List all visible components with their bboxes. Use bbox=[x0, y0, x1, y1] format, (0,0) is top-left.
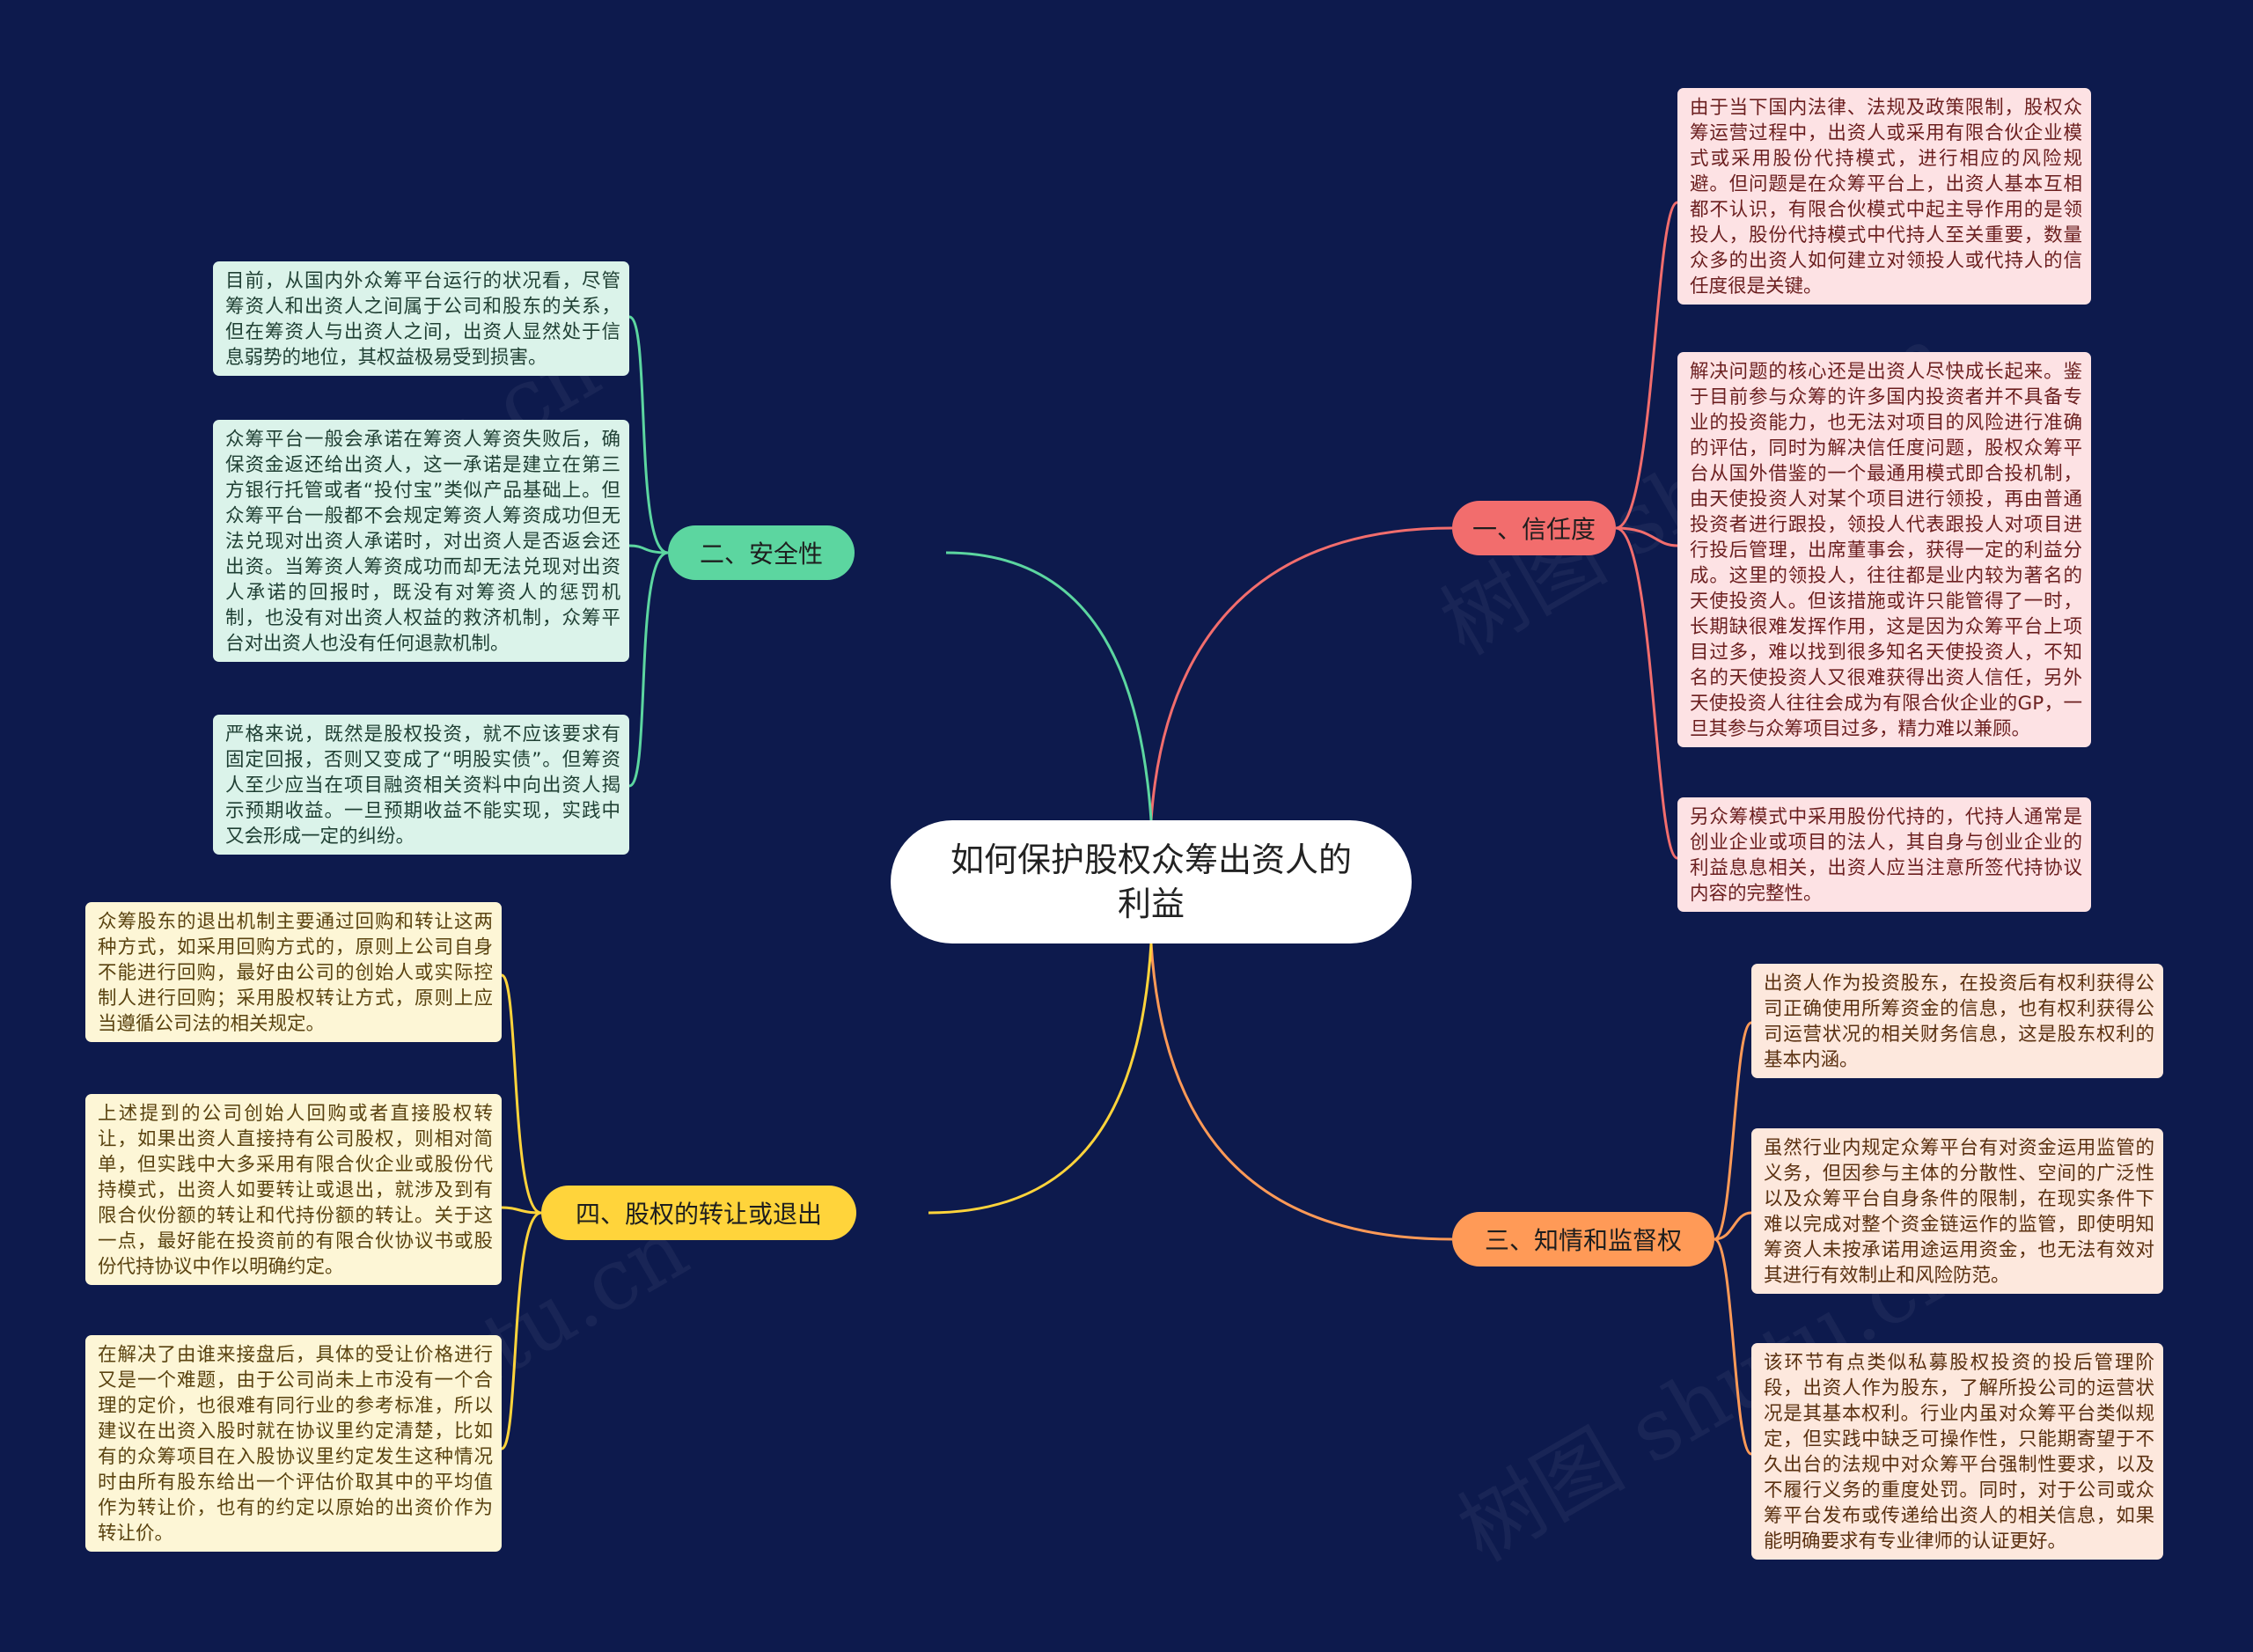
connector-security-note bbox=[628, 551, 669, 788]
connector-transfer-note bbox=[501, 1206, 542, 1215]
connector-trust-note bbox=[1615, 526, 1678, 547]
connector-info-note bbox=[1714, 1021, 1752, 1241]
note-info-3[interactable]: 该环节有点类似私募股权投资的投后管理阶段，出资人作为股东，了解所投公司的运营状况… bbox=[1751, 1343, 2163, 1560]
note-info-1[interactable]: 出资人作为投资股东，在投资后有权利获得公司正确使用所筹资金的信息，也有权利获得公… bbox=[1751, 964, 2163, 1078]
note-security-2[interactable]: 众筹平台一般会承诺在筹资人筹资失败后，确保资金返还给出资人，这一承诺是建立在第三… bbox=[213, 420, 629, 662]
note-text: 另众筹模式中采用股份代持的，代持人通常是创业企业或项目的法人，其自身与创业企业的… bbox=[1690, 806, 2082, 905]
connector-info-note bbox=[1714, 1237, 1752, 1456]
note-info-2[interactable]: 虽然行业内规定众筹平台有对资金运用监管的义务，但因参与主体的分散性、空间的广泛性… bbox=[1751, 1128, 2163, 1294]
note-security-1[interactable]: 目前，从国内外众筹平台运行的状况看，尽管筹资人和出资人之间属于公司和股东的关系，… bbox=[213, 261, 629, 376]
note-transfer-2[interactable]: 上述提到的公司创始人回购或者直接股权转让，如果出资人直接持有公司股权，则相对简单… bbox=[85, 1094, 502, 1285]
note-text: 虽然行业内规定众筹平台有对资金运用监管的义务，但因参与主体的分散性、空间的广泛性… bbox=[1764, 1137, 2154, 1287]
branch-trust[interactable]: 一、信任度 bbox=[1452, 501, 1616, 555]
branch-info-label: 三、知情和监督权 bbox=[1484, 1226, 1682, 1255]
note-transfer-3[interactable]: 在解决了由谁来接盘后，具体的受让价格进行又是一个难题，由于公司尚未上市没有一个合… bbox=[85, 1335, 502, 1552]
connector-security-note bbox=[628, 544, 669, 554]
connector-transfer bbox=[928, 943, 1153, 1215]
root-topic-title: 如何保护股权众筹出资人的利益 bbox=[950, 841, 1352, 923]
branch-info[interactable]: 三、知情和监督权 bbox=[1452, 1212, 1714, 1267]
connector-transfer-note bbox=[500, 1211, 542, 1450]
connector-info bbox=[1149, 943, 1453, 1241]
note-text: 该环节有点类似私募股权投资的投后管理阶段，出资人作为股东，了解所投公司的运营状况… bbox=[1764, 1352, 2154, 1553]
connector-trust-note bbox=[1615, 201, 1678, 530]
connector-trust-note bbox=[1615, 526, 1678, 860]
note-text: 严格来说，既然是股权投资，就不应该要求有固定回报，否则又变成了“明股实债”。但筹… bbox=[225, 723, 620, 848]
note-transfer-1[interactable]: 众筹股东的退出机制主要通过回购和转让这两种方式，如采用回购方式的，原则上公司自身… bbox=[85, 902, 502, 1042]
branch-security-label: 二、安全性 bbox=[699, 540, 823, 569]
note-trust-1[interactable]: 由于当下国内法律、法规及政策限制，股权众筹运营过程中，出资人或采用有限合伙企业模… bbox=[1677, 88, 2091, 305]
note-trust-2[interactable]: 解决问题的核心还是出资人尽快成长起来。鉴于目前参与众筹的许多国内投资者并不具备专… bbox=[1677, 352, 2091, 747]
branch-transfer-label: 四、股权的转让或退出 bbox=[575, 1200, 822, 1229]
connector-info-note bbox=[1714, 1211, 1752, 1241]
connector-transfer-note bbox=[501, 973, 542, 1215]
note-text: 在解决了由谁来接盘后，具体的受让价格进行又是一个难题，由于公司尚未上市没有一个合… bbox=[98, 1344, 493, 1545]
connector-security bbox=[945, 551, 1153, 821]
note-text: 众筹平台一般会承诺在筹资人筹资失败后，确保资金返还给出资人，这一承诺是建立在第三… bbox=[225, 429, 620, 655]
note-security-3[interactable]: 严格来说，既然是股权投资，就不应该要求有固定回报，否则又变成了“明股实债”。但筹… bbox=[213, 715, 629, 855]
branch-transfer[interactable]: 四、股权的转让或退出 bbox=[541, 1186, 856, 1240]
branch-trust-label: 一、信任度 bbox=[1471, 515, 1596, 544]
note-text: 目前，从国内外众筹平台运行的状况看，尽管筹资人和出资人之间属于公司和股东的关系，… bbox=[225, 270, 620, 369]
note-text: 解决问题的核心还是出资人尽快成长起来。鉴于目前参与众筹的许多国内投资者并不具备专… bbox=[1690, 361, 2082, 740]
note-trust-3[interactable]: 另众筹模式中采用股份代持的，代持人通常是创业企业或项目的法人，其自身与创业企业的… bbox=[1677, 797, 2091, 912]
connector-security-note bbox=[628, 315, 669, 554]
note-text: 众筹股东的退出机制主要通过回购和转让这两种方式，如采用回购方式的，原则上公司自身… bbox=[98, 911, 493, 1035]
root-topic[interactable]: 如何保护股权众筹出资人的利益 bbox=[891, 820, 1412, 943]
note-text: 由于当下国内法律、法规及政策限制，股权众筹运营过程中，出资人或采用有限合伙企业模… bbox=[1690, 97, 2082, 297]
note-text: 上述提到的公司创始人回购或者直接股权转让，如果出资人直接持有公司股权，则相对简单… bbox=[98, 1103, 493, 1278]
branch-security[interactable]: 二、安全性 bbox=[668, 525, 855, 580]
note-text: 出资人作为投资股东，在投资后有权利获得公司正确使用所筹资金的信息，也有权利获得公… bbox=[1764, 973, 2154, 1071]
connector-trust bbox=[1149, 526, 1453, 821]
